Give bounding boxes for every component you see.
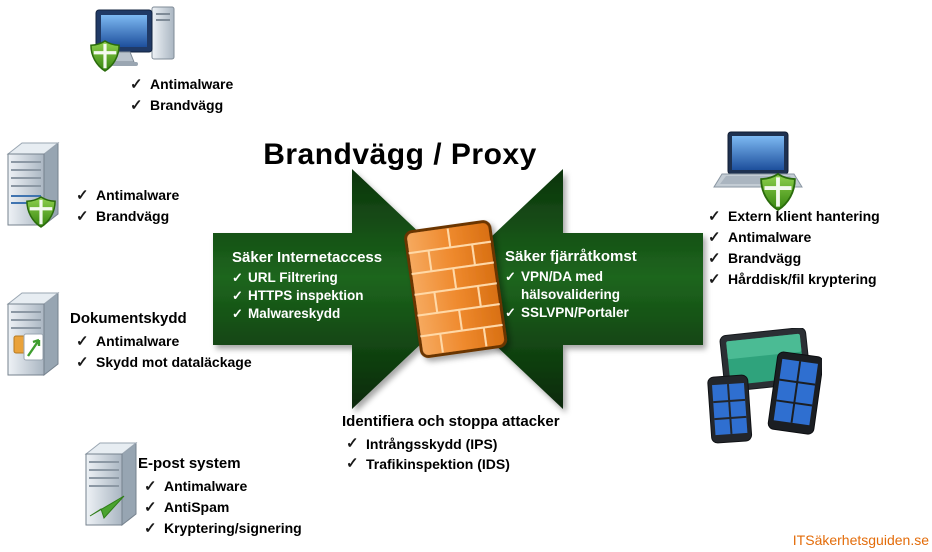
watermark: ITSäkerhetsguiden.se xyxy=(792,532,929,548)
list-item: ✓ Brandvägg xyxy=(708,248,880,269)
check-label: Intrångsskydd (IPS) xyxy=(366,436,498,452)
list-item: ✓ URL Filtrering xyxy=(232,269,412,287)
firewall-icon xyxy=(404,220,508,358)
list-item: ✓ Antimalware xyxy=(144,476,302,497)
check-icon: ✓ xyxy=(346,455,359,472)
check-icon: ✓ xyxy=(76,208,89,225)
document-server-icon xyxy=(6,291,60,377)
server-protection-list: ✓ Antimalware ✓ Brandvägg xyxy=(76,185,179,227)
send-arrow-icon xyxy=(89,495,125,519)
check-icon: ✓ xyxy=(232,288,243,303)
tablet-icon xyxy=(767,351,822,435)
check-icon: ✓ xyxy=(708,208,721,225)
check-icon: ✓ xyxy=(76,354,89,371)
check-icon: ✓ xyxy=(76,333,89,350)
shield-icon xyxy=(760,172,796,212)
check-label: HTTPS inspektion xyxy=(248,288,364,303)
check-label: Antimalware xyxy=(96,333,180,349)
check-label: Antimalware xyxy=(150,76,234,92)
attack-prevention-list: ✓ Intrångsskydd (IPS) ✓ Trafikinspektion… xyxy=(346,434,510,474)
list-item: ✓ Malwareskydd xyxy=(232,305,412,323)
workstation-protection-list: ✓ Antimalware ✓ Brandvägg xyxy=(130,74,233,116)
remote-access-label: Säker fjärråtkomst xyxy=(505,248,637,265)
list-item: ✓ Antimalware xyxy=(130,74,233,95)
list-item: ✓ Extern klient hantering xyxy=(708,206,880,227)
attack-prevention-label: Identifiera och stoppa attacker xyxy=(342,413,560,430)
check-label: Brandvägg xyxy=(150,97,224,113)
right-arrow xyxy=(436,169,703,409)
list-item: ✓ Intrångsskydd (IPS) xyxy=(346,434,510,454)
check-icon: ✓ xyxy=(708,271,721,288)
check-icon: ✓ xyxy=(130,97,143,114)
check-icon: ✓ xyxy=(505,269,516,284)
list-item: ✓ SSLVPN/Portaler xyxy=(505,304,665,322)
list-item: ✓ Brandvägg xyxy=(76,206,179,227)
list-item: ✓ Skydd mot dataläckage xyxy=(76,352,252,373)
list-item: ✓ Antimalware xyxy=(76,331,252,352)
document-protection-list: ✓ Antimalware ✓ Skydd mot dataläckage xyxy=(76,331,252,373)
check-label: VPN/DA med hälsovalidering xyxy=(521,269,621,302)
list-item: ✓ VPN/DA med hälsovalidering xyxy=(505,268,665,304)
email-group-label: E-post system xyxy=(138,455,241,472)
list-item: ✓ Antimalware xyxy=(708,227,880,248)
page-title: Brandvägg / Proxy xyxy=(263,138,537,171)
list-item: ✓ Kryptering/signering xyxy=(144,518,302,539)
check-label: AntiSpam xyxy=(164,499,230,515)
check-label: Trafikinspektion (IDS) xyxy=(366,456,510,472)
check-icon: ✓ xyxy=(232,270,243,285)
server-icon xyxy=(6,141,60,228)
check-icon: ✓ xyxy=(346,435,359,452)
check-label: Antimalware xyxy=(728,229,812,245)
email-server-icon xyxy=(84,441,138,527)
check-label: Skydd mot dataläckage xyxy=(96,354,252,370)
remote-access-list: ✓ VPN/DA med hälsovalidering ✓ SSLVPN/Po… xyxy=(505,268,665,322)
shield-icon xyxy=(90,40,120,72)
desktop-computer-icon xyxy=(90,6,175,72)
check-icon: ✓ xyxy=(130,76,143,93)
check-label: Brandvägg xyxy=(728,250,802,266)
email-protection-list: ✓ Antimalware ✓ AntiSpam ✓ Kryptering/si… xyxy=(144,476,302,539)
check-label: Extern klient hantering xyxy=(728,208,880,224)
list-item: ✓ Trafikinspektion (IDS) xyxy=(346,454,510,474)
document-group-label: Dokumentskydd xyxy=(70,310,187,327)
documents-icon xyxy=(13,333,44,361)
check-icon: ✓ xyxy=(76,187,89,204)
check-icon: ✓ xyxy=(232,306,243,321)
check-label: Kryptering/signering xyxy=(164,520,302,536)
list-item: ✓ AntiSpam xyxy=(144,497,302,518)
check-icon: ✓ xyxy=(505,305,516,320)
internet-access-group: Säker Internetaccess ✓ URL Filtrering ✓ … xyxy=(232,249,412,323)
check-icon: ✓ xyxy=(144,520,157,537)
list-item: ✓ Antimalware xyxy=(76,185,179,206)
check-label: Malwareskydd xyxy=(248,306,341,321)
check-label: Antimalware xyxy=(96,187,180,203)
smartphone-icon xyxy=(707,374,753,444)
check-icon: ✓ xyxy=(708,229,721,246)
internet-access-label: Säker Internetaccess xyxy=(232,249,383,266)
left-arrow xyxy=(213,169,479,409)
check-label: Brandvägg xyxy=(96,208,170,224)
internet-access-list: ✓ URL Filtrering ✓ HTTPS inspektion ✓ Ma… xyxy=(232,269,412,323)
list-item: ✓ Hårddisk/fil kryptering xyxy=(708,269,880,290)
check-label: URL Filtrering xyxy=(248,270,338,285)
mobile-devices-icon xyxy=(707,328,822,444)
check-label: Hårddisk/fil kryptering xyxy=(728,271,877,287)
check-icon: ✓ xyxy=(708,250,721,267)
check-icon: ✓ xyxy=(144,499,157,516)
external-client-list: ✓ Extern klient hantering ✓ Antimalware … xyxy=(708,206,880,290)
laptop-icon xyxy=(713,131,803,212)
check-label: SSLVPN/Portaler xyxy=(521,305,629,320)
list-item: ✓ HTTPS inspektion xyxy=(232,287,412,305)
remote-access-group: Säker fjärråtkomst ✓ VPN/DA med hälsoval… xyxy=(505,248,665,322)
check-label: Antimalware xyxy=(164,478,248,494)
check-icon: ✓ xyxy=(144,478,157,495)
list-item: ✓ Brandvägg xyxy=(130,95,233,116)
